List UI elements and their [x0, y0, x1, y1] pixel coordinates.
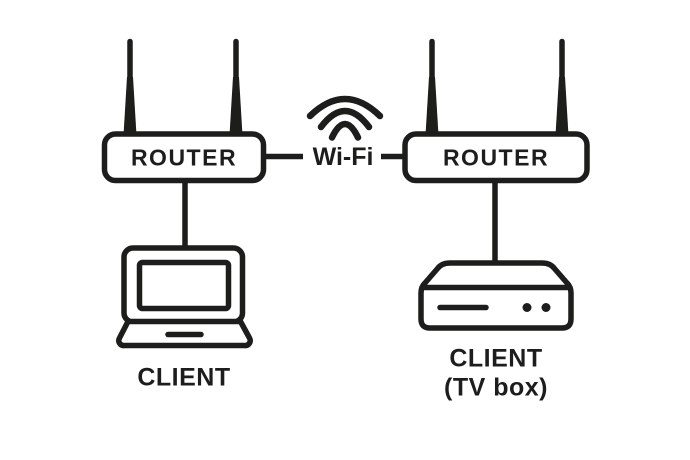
right-client-sublabel: (TV box): [444, 374, 548, 402]
right-client-node: CLIENT (TV box): [418, 260, 574, 402]
left-router-label: ROUTER: [131, 145, 237, 171]
antenna-icon: [123, 38, 137, 135]
tv-box-icon: [418, 260, 574, 331]
right-client-label: CLIENT: [449, 345, 542, 373]
right-router-node: ROUTER: [402, 38, 590, 184]
laptop-icon: [116, 245, 253, 349]
wifi-signal-icon: [306, 95, 384, 141]
right-router-label: ROUTER: [443, 145, 549, 171]
left-client-label: CLIENT: [137, 364, 230, 392]
antenna-icon: [425, 38, 439, 135]
wifi-link: Wi-Fi: [263, 95, 407, 171]
left-router-node: ROUTER: [101, 38, 267, 184]
left-client-node: CLIENT: [116, 245, 253, 392]
wifi-label: Wi-Fi: [313, 143, 374, 171]
antenna-icon: [229, 38, 243, 135]
antenna-icon: [555, 38, 569, 135]
